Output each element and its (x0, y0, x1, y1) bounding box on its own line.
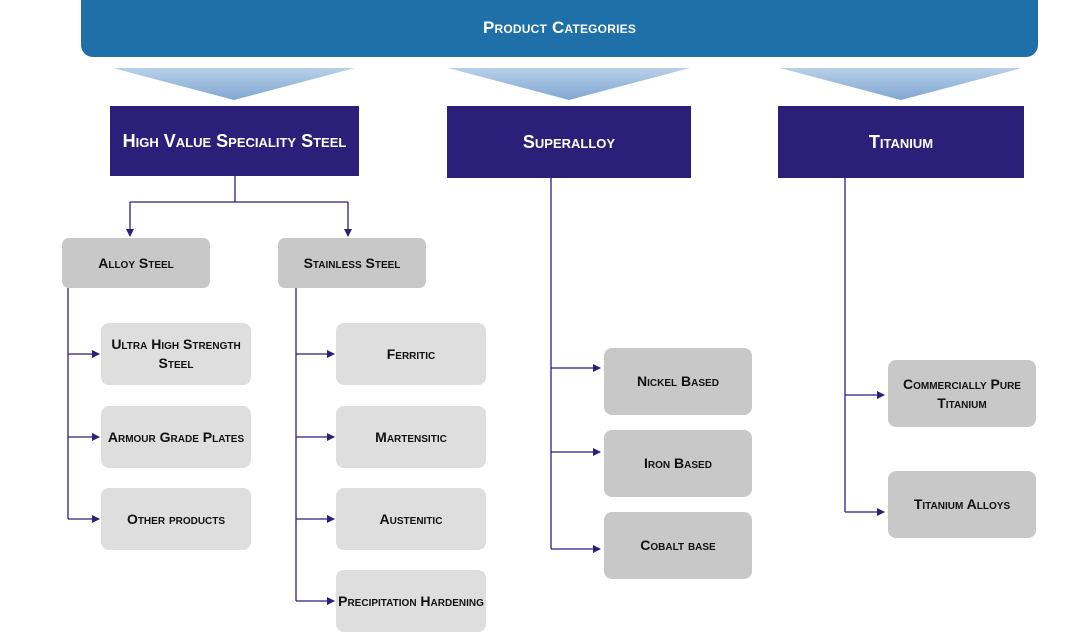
banner-title: Product Categories (482, 18, 637, 38)
list-item-label: Other products (126, 510, 226, 527)
list-item-nickel-based[interactable]: Nickel Based (604, 348, 752, 415)
list-item-label: Commercially Pure Titanium (903, 375, 1021, 411)
subgroup-alloy-steel[interactable]: Alloy Steel (62, 238, 210, 288)
chevron-steel (113, 68, 355, 100)
list-item-ultra-high-strength-steel[interactable]: Ultra High Strength Steel (101, 323, 251, 385)
category-titanium-label: Titanium (868, 131, 934, 152)
subgroup-stainless-steel[interactable]: Stainless Steel (278, 238, 426, 288)
list-item-label: Austenitic (379, 510, 443, 527)
list-item-commercially-pure-titanium[interactable]: Commercially Pure Titanium (888, 360, 1036, 427)
category-titanium[interactable]: Titanium (778, 106, 1024, 178)
category-steel-label: High Value Speciality Steel (122, 130, 347, 151)
list-item-titanium-alloys[interactable]: Titanium Alloys (888, 471, 1036, 538)
list-item-label: Titanium Alloys (913, 496, 1011, 513)
list-item-label: Ferritic (386, 345, 436, 362)
list-item-label: Cobalt base (640, 537, 716, 554)
subgroup-alloy-label: Alloy Steel (98, 254, 174, 271)
list-item-armour-grade-plates[interactable]: Armour Grade Plates (101, 406, 251, 468)
list-item-label: Nickel Based (637, 373, 719, 390)
chevron-titanium (780, 68, 1022, 100)
list-item-austenitic[interactable]: Austenitic (336, 488, 486, 550)
list-item-ferritic[interactable]: Ferritic (336, 323, 486, 385)
product-categories-banner: Product Categories (81, 0, 1038, 57)
category-superalloy[interactable]: Superalloy (447, 106, 691, 178)
category-steel[interactable]: High Value Speciality Steel (110, 106, 359, 176)
list-item-iron-based[interactable]: Iron Based (604, 430, 752, 497)
subgroup-stainless-label: Stainless Steel (303, 254, 401, 271)
category-superalloy-label: Superalloy (522, 131, 616, 152)
list-item-precipitation-hardening[interactable]: Precipitation Hardening (336, 570, 486, 632)
list-item-label: Martensitic (375, 428, 447, 445)
list-item-martensitic[interactable]: Martensitic (336, 406, 486, 468)
list-item-label: Ultra High Strength Steel (111, 336, 241, 371)
list-item-label: Precipitation Hardening (338, 592, 484, 609)
list-item-label: Iron Based (644, 455, 712, 472)
list-item-label: Armour Grade Plates (107, 428, 245, 445)
chevron-superalloy (448, 68, 690, 100)
list-item-other-products[interactable]: Other products (101, 488, 251, 550)
list-item-cobalt-base[interactable]: Cobalt base (604, 512, 752, 579)
